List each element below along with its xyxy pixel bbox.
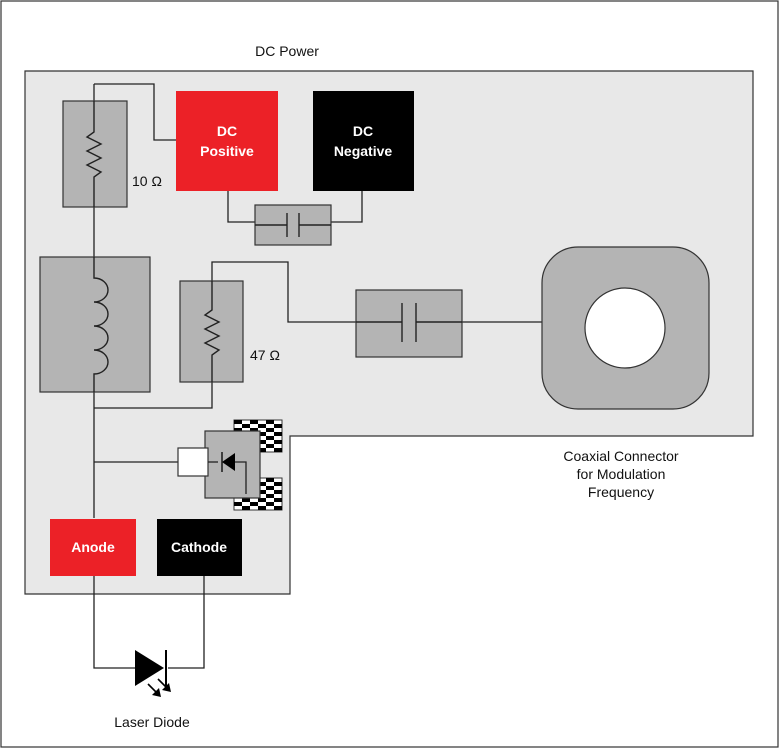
anode-terminal[interactable]: Anode [50,519,136,576]
cathode-terminal[interactable]: Cathode [157,519,242,576]
inductor[interactable] [39,256,151,393]
capacitor-icon [356,303,462,342]
resistor-icon [203,281,221,382]
capacitor-dc[interactable] [254,204,332,246]
anode-block [50,519,136,576]
protection-diode[interactable] [177,419,283,511]
cathode-block [157,519,242,576]
coax-label-3: Frequency [588,484,654,500]
arrowhead-2 [162,683,171,692]
arrowhead-1 [152,688,161,697]
dc-negative-terminal[interactable]: DC Negative [313,91,414,191]
resistor-mid[interactable] [179,280,244,383]
coax-label-2: for Modulation [577,466,666,482]
dc-positive-terminal[interactable]: DC Positive [176,91,278,191]
resistor-top-value: 10 Ω [132,173,162,189]
dc-negative-block [313,91,414,191]
protection-diode-pad [177,447,209,477]
wire-rf-path [94,261,542,409]
inductor-body [39,256,151,393]
coaxial-connector[interactable] [541,246,710,410]
dc-negative-label-2: Negative [334,143,393,159]
dc-negative-label-1: DC [353,123,373,139]
laser-diode-icon[interactable] [135,650,171,697]
capacitor-rf-body [355,289,463,358]
resistor-mid-value: 47 Ω [250,347,280,363]
inductor-coil-icon [93,257,109,392]
anode-label: Anode [71,539,115,555]
dc-positive-block [176,91,278,191]
dc-positive-label-1: DC [217,123,237,139]
resistor-top-body [62,100,128,208]
dc-positive-label-2: Positive [200,143,254,159]
wire-cathode-to-laser [168,576,205,669]
resistor-top[interactable] [62,100,128,208]
capacitor-icon [255,213,331,237]
dc-power-label: DC Power [255,43,319,59]
coaxial-connector-icon [584,287,666,369]
coax-label-1: Coaxial Connector [563,448,679,464]
diode-icon [208,452,247,494]
laser-diode-label: Laser Diode [114,714,190,730]
wire-anode-to-laser [93,576,135,669]
wire-to-dc-positive [94,83,180,141]
laser-diode-triangle [135,650,164,686]
resistor-icon [85,101,103,207]
cathode-label: Cathode [171,539,227,555]
capacitor-rf[interactable] [355,289,463,358]
